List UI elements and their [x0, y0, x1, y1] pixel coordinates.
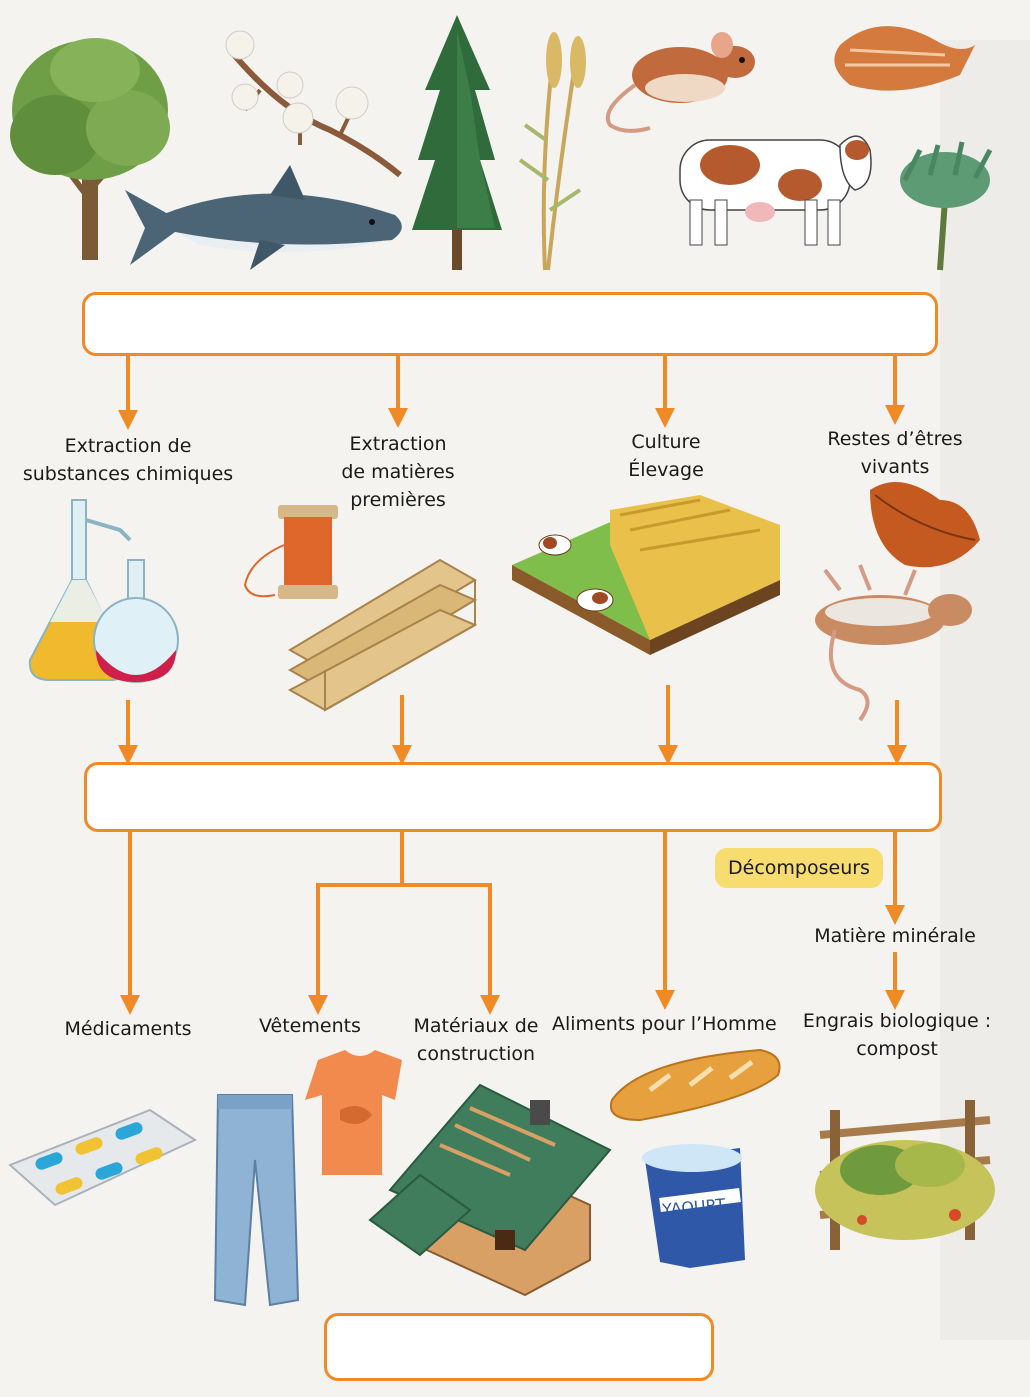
label-clothes: Vêtements: [250, 1012, 370, 1040]
top-box-arrows: [128, 355, 895, 420]
field-cows-wheat-icon: [512, 495, 780, 655]
cotton-icon: [226, 31, 400, 175]
label-organic-fertilizer: Engrais biologique : compost: [800, 1007, 994, 1063]
label-raw-materials-extraction: Extraction de matières premières: [318, 430, 478, 514]
label-building-materials: Matériaux de construction: [408, 1012, 544, 1068]
label-living-remains: Restes d’êtres vivants: [800, 425, 990, 481]
dead-mouse-icon: [815, 565, 972, 720]
pills-icon: [10, 1110, 195, 1205]
wooden-house-icon: [370, 1085, 610, 1295]
label-chemical-extraction: Extraction de substances chimiques: [18, 432, 238, 488]
mouse-icon: [608, 32, 755, 131]
middle-blank-box[interactable]: [84, 762, 942, 832]
shell-icon: [834, 26, 975, 90]
tshirt-icon: [305, 1050, 402, 1175]
wheat-icon: [520, 32, 586, 270]
compost-icon: [815, 1100, 995, 1250]
pine-tree-icon: [412, 15, 502, 270]
top-blank-box[interactable]: [82, 292, 938, 356]
bread-icon: [611, 1050, 780, 1120]
middle-box-incoming-arrows: [128, 685, 897, 755]
cow-icon: [680, 136, 871, 245]
yogurt-icon: YAOURT: [642, 1144, 745, 1268]
label-mineral-matter: Matière minérale: [800, 922, 990, 950]
bottom-blank-box[interactable]: [324, 1313, 714, 1381]
decomposers-badge: Décomposeurs: [715, 848, 883, 888]
jeans-icon: [215, 1095, 298, 1305]
dead-leaf-icon: [870, 482, 980, 567]
label-farming: Culture Élevage: [600, 428, 732, 484]
lab-flasks-icon: [30, 500, 178, 682]
label-food: Aliments pour l’Homme: [552, 1010, 776, 1038]
shark-icon: [125, 165, 402, 270]
thread-spool-icon: [245, 505, 338, 599]
label-medicine: Médicaments: [50, 1015, 206, 1043]
plant-icon: [900, 142, 990, 270]
